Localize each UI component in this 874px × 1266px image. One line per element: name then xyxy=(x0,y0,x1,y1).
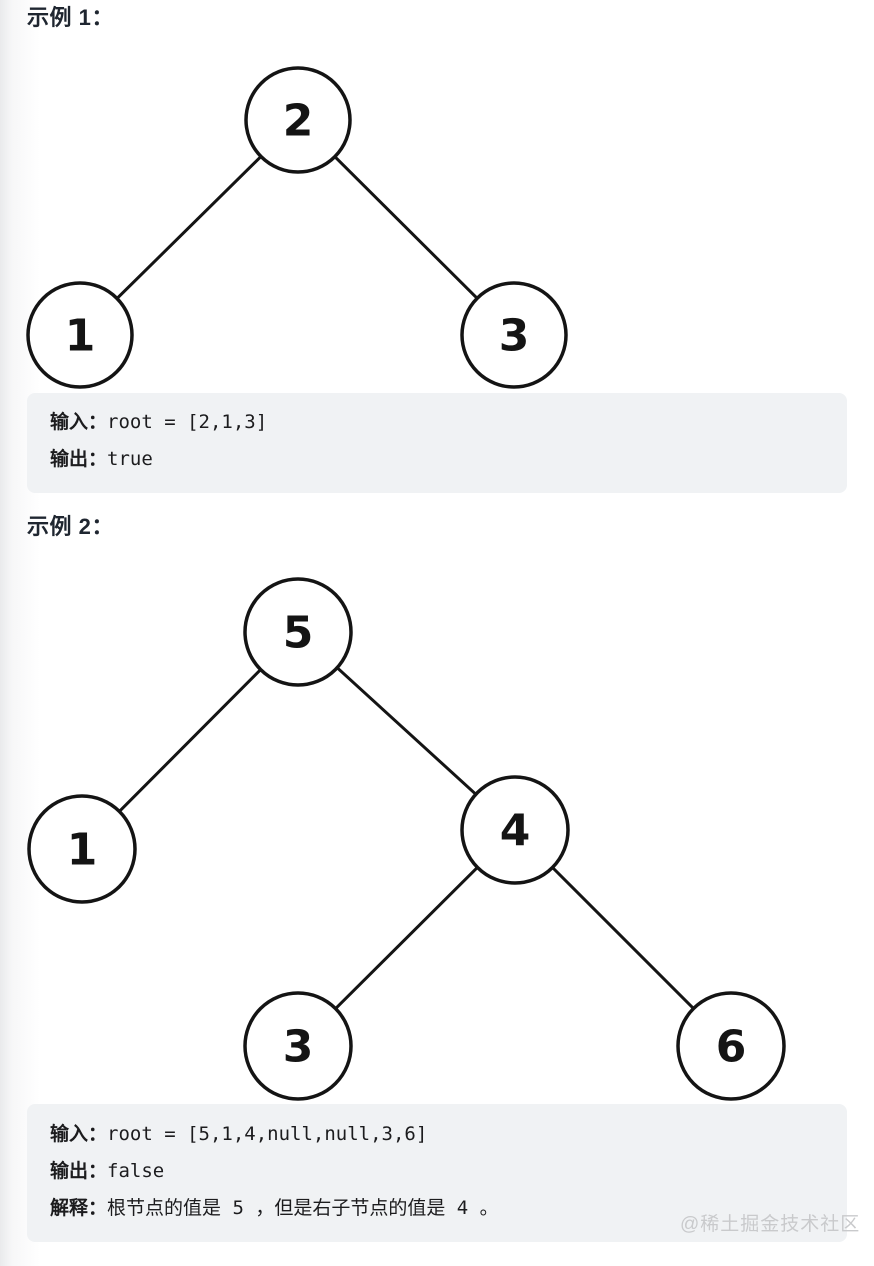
tree-node-2: 2 xyxy=(244,66,352,174)
example-1-io-block: 输入：root = [2,1,3] 输出：true xyxy=(27,393,847,493)
tree-node-circle xyxy=(676,991,786,1101)
example-2-io-block: 输入：root = [5,1,4,null,null,3,6] 输出：false… xyxy=(27,1104,847,1242)
tree-node-value: 5 xyxy=(283,608,314,659)
example-2-input-line: 输入：root = [5,1,4,null,null,3,6] xyxy=(50,1116,824,1153)
tree-node-value: 4 xyxy=(500,806,531,857)
input-label: 输入： xyxy=(50,412,108,433)
tree-node-circle xyxy=(244,66,352,174)
example-2-tree-diagram: 5 1 4 3 6 xyxy=(0,565,820,1110)
explain-label: 解释： xyxy=(50,1198,108,1219)
example-2-output-line: 输出：false xyxy=(50,1153,824,1190)
tree-node-circle xyxy=(27,794,137,904)
example-2-explain-line: 解释：根节点的值是 5 ，但是右子节点的值是 4 。 xyxy=(50,1190,824,1227)
tree-node-circle xyxy=(460,775,570,885)
tree-node-value: 1 xyxy=(67,825,98,876)
tree-node-circle xyxy=(460,281,568,389)
input-value: root = [2,1,3] xyxy=(107,411,268,433)
tree-node-circle xyxy=(243,577,353,687)
tree-node-value: 2 xyxy=(283,96,314,147)
example-1-input-line: 输入：root = [2,1,3] xyxy=(50,404,824,441)
tree-node-1: 1 xyxy=(26,281,134,389)
tree-node-circle xyxy=(243,991,353,1101)
tree-node-value: 3 xyxy=(499,311,530,362)
tree-node-6: 6 xyxy=(676,991,786,1101)
explain-value: 根节点的值是 5 ，但是右子节点的值是 4 。 xyxy=(107,1197,499,1219)
tree-svg: 5 1 4 3 6 xyxy=(27,577,786,1101)
tree-node-circle xyxy=(26,281,134,389)
watermark: @稀土掘金技术社区 xyxy=(680,1214,861,1235)
example-1-output-line: 输出：true xyxy=(50,441,824,478)
tree-node-value: 3 xyxy=(283,1022,314,1073)
output-value: false xyxy=(107,1160,165,1182)
tree-svg: 2 1 3 xyxy=(26,66,568,389)
example-1-heading: 示例 1： xyxy=(27,5,114,30)
tree-node-value: 1 xyxy=(65,311,96,362)
output-label: 输出： xyxy=(50,1161,108,1182)
tree-node-5: 5 xyxy=(243,577,353,687)
input-value: root = [5,1,4,null,null,3,6] xyxy=(107,1123,428,1145)
tree-node-1: 1 xyxy=(27,794,137,904)
tree-node-3: 3 xyxy=(243,991,353,1101)
tree-node-3: 3 xyxy=(460,281,568,389)
output-label: 输出： xyxy=(50,449,108,470)
output-value: true xyxy=(107,448,153,470)
tree-node-value: 6 xyxy=(716,1022,747,1073)
input-label: 输入： xyxy=(50,1124,108,1145)
tree-node-4: 4 xyxy=(460,775,570,885)
example-2-heading: 示例 2： xyxy=(27,514,114,539)
example-1-tree-diagram: 2 1 3 xyxy=(0,50,620,395)
